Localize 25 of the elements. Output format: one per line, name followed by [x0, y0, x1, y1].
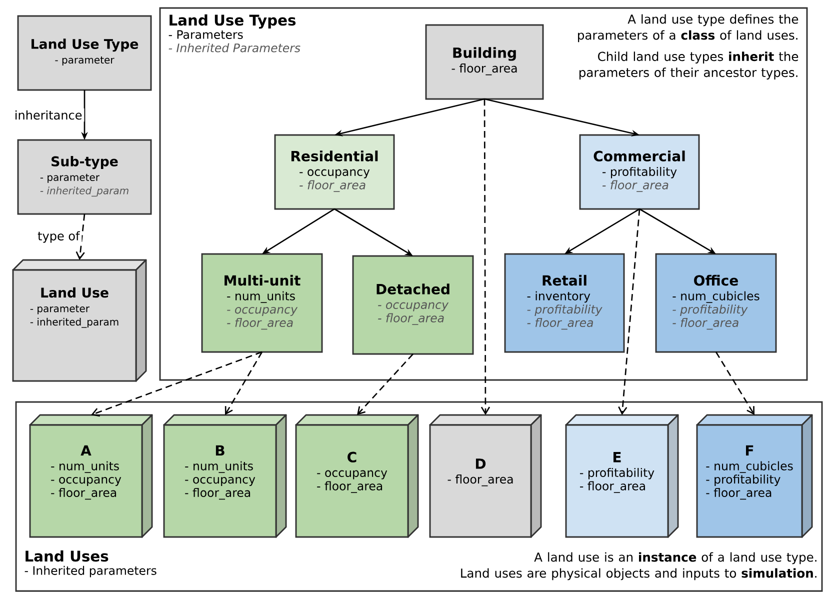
- land-use-cube: E - profitability - floor_area: [565, 414, 679, 538]
- type-box: Multi-unit - num_units - occupancy - floor_area: [201, 253, 323, 353]
- land-use-cube: D - floor_area: [429, 414, 542, 538]
- type-box: Detached - occupancy - floor_area: [352, 255, 474, 355]
- type-box: Building - floor_area: [425, 24, 544, 100]
- land-use-cube: F - num_cubicles - profitability - floor_area: [696, 414, 813, 538]
- edge-label: type of: [36, 229, 82, 245]
- land-use-cube: A - num_units - occupancy - floor_area: [29, 414, 153, 538]
- arrow: [618, 208, 640, 415]
- arrow: [715, 352, 754, 415]
- type-box: Retail - inventory - profitability - floor_area: [504, 253, 625, 353]
- arrow: [91, 351, 262, 417]
- type-box: Land Use Type - parameter: [17, 15, 152, 91]
- arrow: [357, 354, 414, 415]
- arrow: [480, 99, 490, 415]
- land-use-cube: Land Use - parameter - inherited_param: [12, 259, 147, 382]
- land-use-cube: C - occupancy - floor_area: [295, 414, 419, 538]
- edge-label: inheritance: [12, 108, 84, 122]
- type-box: Commercial - profitability - floor_area: [579, 134, 700, 210]
- arrow: [224, 352, 263, 415]
- type-box: Sub-type - parameter - inherited_param: [17, 139, 152, 215]
- land-use-cube: B - num_units - occupancy - floor_area: [163, 414, 287, 538]
- type-box: Residential - occupancy - floor_area: [274, 134, 395, 210]
- type-box: Office - num_cubicles - profitability - floor_area: [655, 253, 777, 353]
- arrow: [76, 214, 86, 260]
